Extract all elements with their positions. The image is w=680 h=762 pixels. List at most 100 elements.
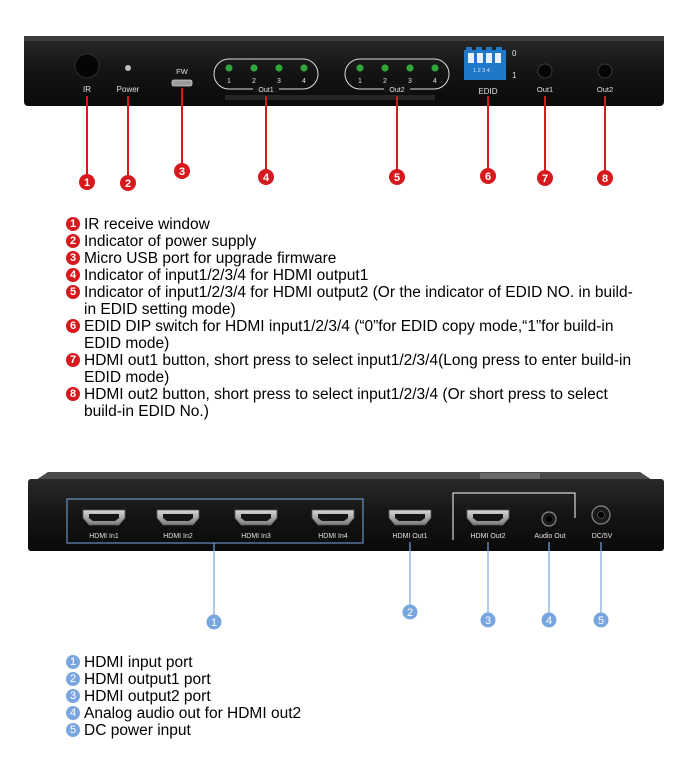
rear-leaders: [213, 542, 602, 615]
legend-number: 5: [66, 285, 80, 299]
dip-slider[interactable]: [477, 53, 483, 63]
legend-text: HDMI output2 port: [84, 688, 211, 705]
front-callout-number: 3: [179, 166, 185, 178]
front-callout-6: [480, 168, 496, 184]
front-callout-number: 4: [263, 172, 270, 184]
legend-number: 8: [66, 387, 80, 401]
out1-button-label: Out1: [537, 85, 553, 94]
hdmi-out2-label: HDMI Out2: [470, 533, 505, 540]
rear-callout-5: [593, 612, 609, 628]
rear-callout-3: [480, 612, 496, 628]
rear-callout-1: [206, 614, 222, 630]
out1-led-number: 2: [252, 78, 256, 85]
legend-text: EDID DIP switch for HDMI input1/2/3/4 (“…: [84, 318, 614, 352]
out2-led-number: 3: [408, 78, 412, 85]
out1-led-number: 1: [227, 78, 231, 85]
legend-number: 3: [66, 251, 80, 265]
dip-num: 1 2 3 4: [473, 68, 490, 74]
out2-led-1: [356, 64, 364, 72]
legend-number: 7: [66, 353, 80, 367]
legend-item: 2 HDMI output1 port: [66, 671, 466, 688]
rear-panel: HDMI In1 HDMI In2 HDMI In3 HDMI In4 HDMI…: [28, 472, 664, 551]
out2-led-2: [381, 64, 389, 72]
legend-text: HDMI out1 button, short press to select …: [84, 352, 632, 386]
out1-led-number: 3: [277, 78, 281, 85]
legend-text: Indicator of input1/2/3/4 for HDMI outpu…: [84, 284, 633, 318]
legend-number: 1: [66, 655, 80, 669]
legend-text: HDMI output1 port: [84, 671, 211, 688]
legend-text: Micro USB port for upgrade firmware: [84, 250, 337, 267]
dip-tab: [466, 47, 472, 50]
front-callout-number: 8: [602, 173, 608, 185]
rear-callout-number: 5: [598, 615, 604, 627]
legend-number: 5: [66, 723, 80, 737]
micro-usb-port[interactable]: [171, 79, 193, 87]
hdmi-in3-port-socket: [241, 514, 271, 521]
rear-callout-2: [402, 604, 418, 620]
out1-led-3: [275, 64, 283, 72]
legend-number: 2: [66, 234, 80, 248]
legend-number: 3: [66, 689, 80, 703]
out1-label-gap: [253, 84, 279, 93]
dip-slider[interactable]: [468, 53, 474, 63]
fw-label: FW: [176, 67, 189, 76]
legend-item: 1 HDMI input port: [66, 654, 466, 671]
legend-text: IR receive window: [84, 216, 210, 233]
front-callout-number: 7: [542, 173, 548, 185]
front-callout-number: 6: [485, 171, 491, 183]
front-callout-8: [597, 170, 613, 186]
out2-audio-frame: [452, 492, 576, 540]
front-callout-number: 5: [394, 172, 400, 184]
legend-item: 6 EDID DIP switch for HDMI input1/2/3/4 (…: [66, 318, 636, 352]
out1-group-label: Out1: [258, 87, 273, 94]
hdmi-in3-label: HDMI In3: [241, 533, 271, 540]
ir-window: [74, 53, 100, 79]
hdmi-out1-label: HDMI Out1: [392, 533, 427, 540]
dip-tab: [496, 47, 502, 50]
front-callout-1: [79, 174, 95, 190]
rear-callout-number: 3: [485, 615, 491, 627]
out2-button[interactable]: [597, 63, 613, 79]
legend-item: 7 HDMI out1 button, short press to select…: [66, 352, 636, 386]
port-layer: [82, 509, 510, 526]
legend-text: HDMI input port: [84, 654, 193, 671]
out1-led-number: 4: [302, 78, 306, 85]
dc-label: DC/5V: [592, 533, 613, 540]
out2-led-3: [406, 64, 414, 72]
dip-slider[interactable]: [495, 53, 501, 63]
legend-item: 3 HDMI output2 port: [66, 688, 466, 705]
front-callout-number: 1: [84, 177, 90, 189]
rear-callout-number: 4: [546, 615, 552, 627]
legend-number: 6: [66, 319, 80, 333]
out1-button[interactable]: [537, 63, 553, 79]
out1-led-2: [250, 64, 258, 72]
legend-item: 5 Indicator of input1/2/3/4 for HDMI outp…: [66, 284, 636, 318]
front-callout-5: [389, 169, 405, 185]
dip-state-0: 0: [512, 49, 517, 58]
power-label: Power: [117, 85, 140, 94]
hdmi-in2-port-socket: [163, 514, 193, 521]
front-callout-7: [537, 170, 553, 186]
legend-number: 4: [66, 706, 80, 720]
out1-led-1: [225, 64, 233, 72]
ir-label: IR: [83, 85, 91, 94]
power-led: [125, 65, 131, 71]
audio-jack-hole: [546, 516, 552, 522]
rear-callout-number: 1: [211, 617, 217, 629]
out2-group-label: Out2: [389, 87, 404, 94]
out1-led-4: [300, 64, 308, 72]
dip-slider[interactable]: [486, 53, 492, 63]
legend-number: 2: [66, 672, 80, 686]
front-callout-3: [174, 163, 190, 179]
dip-tab: [486, 47, 492, 50]
hdmi-in2-label: HDMI In2: [163, 533, 193, 540]
legend-text: Indicator of input1/2/3/4 for HDMI outpu…: [84, 267, 369, 284]
hdmi-input-frame: [66, 498, 364, 544]
front-chassis-edge: [24, 36, 664, 41]
